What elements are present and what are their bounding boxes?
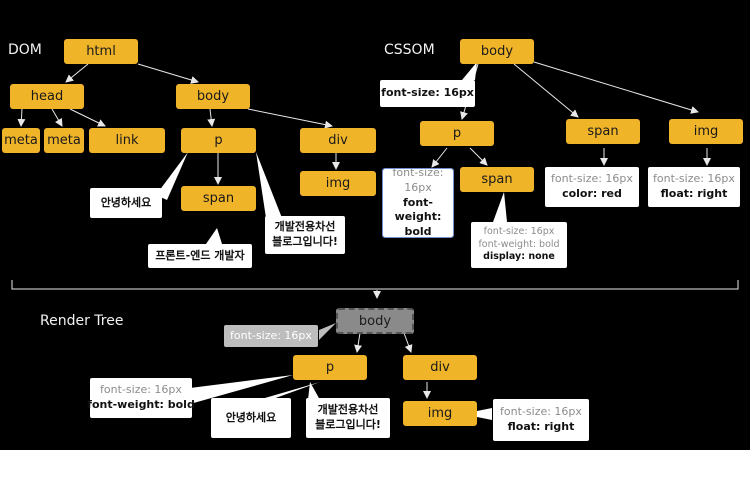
cssom-img-style-note: font-size: 16px float: right	[648, 167, 740, 207]
dom-node-html: html	[64, 39, 138, 64]
cssom-span-style-note: font-size: 16px color: red	[545, 167, 639, 207]
text-blog-line1: 개발전용차선	[317, 403, 379, 417]
cssom-node-img: img	[669, 119, 743, 144]
style-text: float: right	[507, 420, 575, 433]
bubble-tail-frontend	[206, 228, 222, 244]
cssom-node-span-child: span	[460, 167, 534, 192]
render-node-img: img	[403, 401, 477, 426]
style-text: font-size: 16px	[483, 225, 555, 237]
edge-cssom-p-note	[431, 147, 448, 168]
bubble-tail-hello	[156, 152, 188, 200]
text-bubble-blog: 개발전용차선 블로그입니다!	[265, 216, 345, 254]
render-tree-title: Render Tree	[40, 313, 124, 329]
style-text: font-weight:	[394, 195, 442, 224]
text-bubble-hello: 안녕하세요	[90, 188, 162, 218]
render-p-style-note: font-size: 16px font-weight: bold	[87, 378, 195, 418]
style-text: font-size: 16px	[381, 86, 474, 100]
style-text: bold	[404, 225, 432, 239]
dom-node-link: link	[89, 128, 165, 153]
bubble-tail-cssom-body	[462, 62, 477, 80]
style-text: font-weight: bold	[478, 238, 560, 250]
render-node-p: p	[293, 355, 367, 380]
bubble-tail-render-blog	[308, 382, 320, 400]
text-blog-line1: 개발전용차선	[274, 220, 336, 234]
edge-render-body-p	[354, 332, 363, 353]
style-text: font-size: 16px	[653, 172, 735, 186]
style-text: font-size: 16px	[500, 405, 582, 419]
bubble-tail-render-hello	[258, 382, 320, 400]
render-text-bubble-blog: 개발전용차선 블로그입니다!	[306, 398, 390, 438]
bubble-tail-render-p	[190, 375, 293, 404]
bubble-tail-cssom-span	[493, 192, 507, 222]
bubble-tail-render-body	[319, 323, 336, 340]
edge-html-body	[137, 63, 199, 84]
render-node-div: div	[403, 355, 477, 380]
style-text: 16px	[404, 180, 432, 194]
dom-title: DOM	[8, 42, 42, 58]
edge-render-body-div	[403, 332, 413, 353]
style-text: display: none	[483, 251, 555, 263]
edge-cssom-body-img	[533, 61, 699, 114]
dom-node-head: head	[10, 84, 84, 109]
edge-cssom-p-span	[469, 147, 488, 166]
bubble-tail-blog	[256, 152, 282, 218]
cssom-title: CSSOM	[384, 42, 435, 58]
dom-node-meta: meta	[44, 128, 84, 153]
text-hello: 안녕하세요	[225, 410, 277, 424]
edge-html-head	[65, 63, 89, 83]
edge-head-meta2	[51, 108, 63, 127]
text-blog-line2: 블로그입니다!	[272, 235, 338, 248]
edge-head-link	[69, 108, 106, 127]
merge-bracket	[11, 280, 739, 290]
cssom-span-child-style-note: font-size: 16px font-weight: bold displa…	[471, 222, 567, 268]
style-text: color: red	[562, 187, 622, 200]
dom-node-div: div	[300, 128, 376, 153]
render-body-style-note: font-size: 16px	[224, 325, 318, 347]
edge-body-div	[247, 108, 333, 129]
style-text: font-size: 16px	[551, 172, 633, 186]
slide-canvas: DOM CSSOM Render Tree html head body met…	[0, 0, 750, 450]
cssom-node-body: body	[460, 39, 534, 64]
cssom-p-style-note: font-size: 16px font-weight: bold	[382, 165, 454, 239]
dom-node-body: body	[176, 84, 250, 109]
style-text: font-weight: bold	[87, 398, 195, 411]
style-text: float: right	[660, 187, 728, 200]
style-text: font-size: 16px	[100, 383, 182, 397]
text-bubble-frontend: 프론트-엔드 개발자	[148, 244, 252, 268]
edge-cssom-body-span	[513, 63, 579, 118]
style-text: font-size: 16px	[230, 328, 312, 342]
cssom-node-p: p	[420, 121, 494, 146]
style-text: font-size:	[392, 165, 444, 179]
dom-node-p: p	[181, 128, 256, 153]
cssom-body-style-note: font-size: 16px	[380, 80, 475, 107]
render-img-style-note: font-size: 16px float: right	[493, 399, 589, 441]
render-text-bubble-hello: 안녕하세요	[211, 398, 291, 438]
dom-node-img: img	[300, 171, 376, 196]
text-frontend: 프론트-엔드 개발자	[155, 248, 245, 262]
bubble-tail-render-img	[462, 408, 492, 420]
cssom-node-span: span	[566, 119, 640, 144]
text-hello: 안녕하세요	[100, 195, 152, 209]
dom-node-span: span	[181, 186, 256, 211]
dom-node-meta: meta	[2, 128, 40, 153]
connector-lines	[11, 61, 739, 420]
text-blog-line2: 블로그입니다!	[315, 418, 381, 431]
render-node-body: body	[336, 308, 414, 334]
edge-body-p	[207, 108, 216, 127]
edge-head-meta1	[17, 108, 26, 127]
